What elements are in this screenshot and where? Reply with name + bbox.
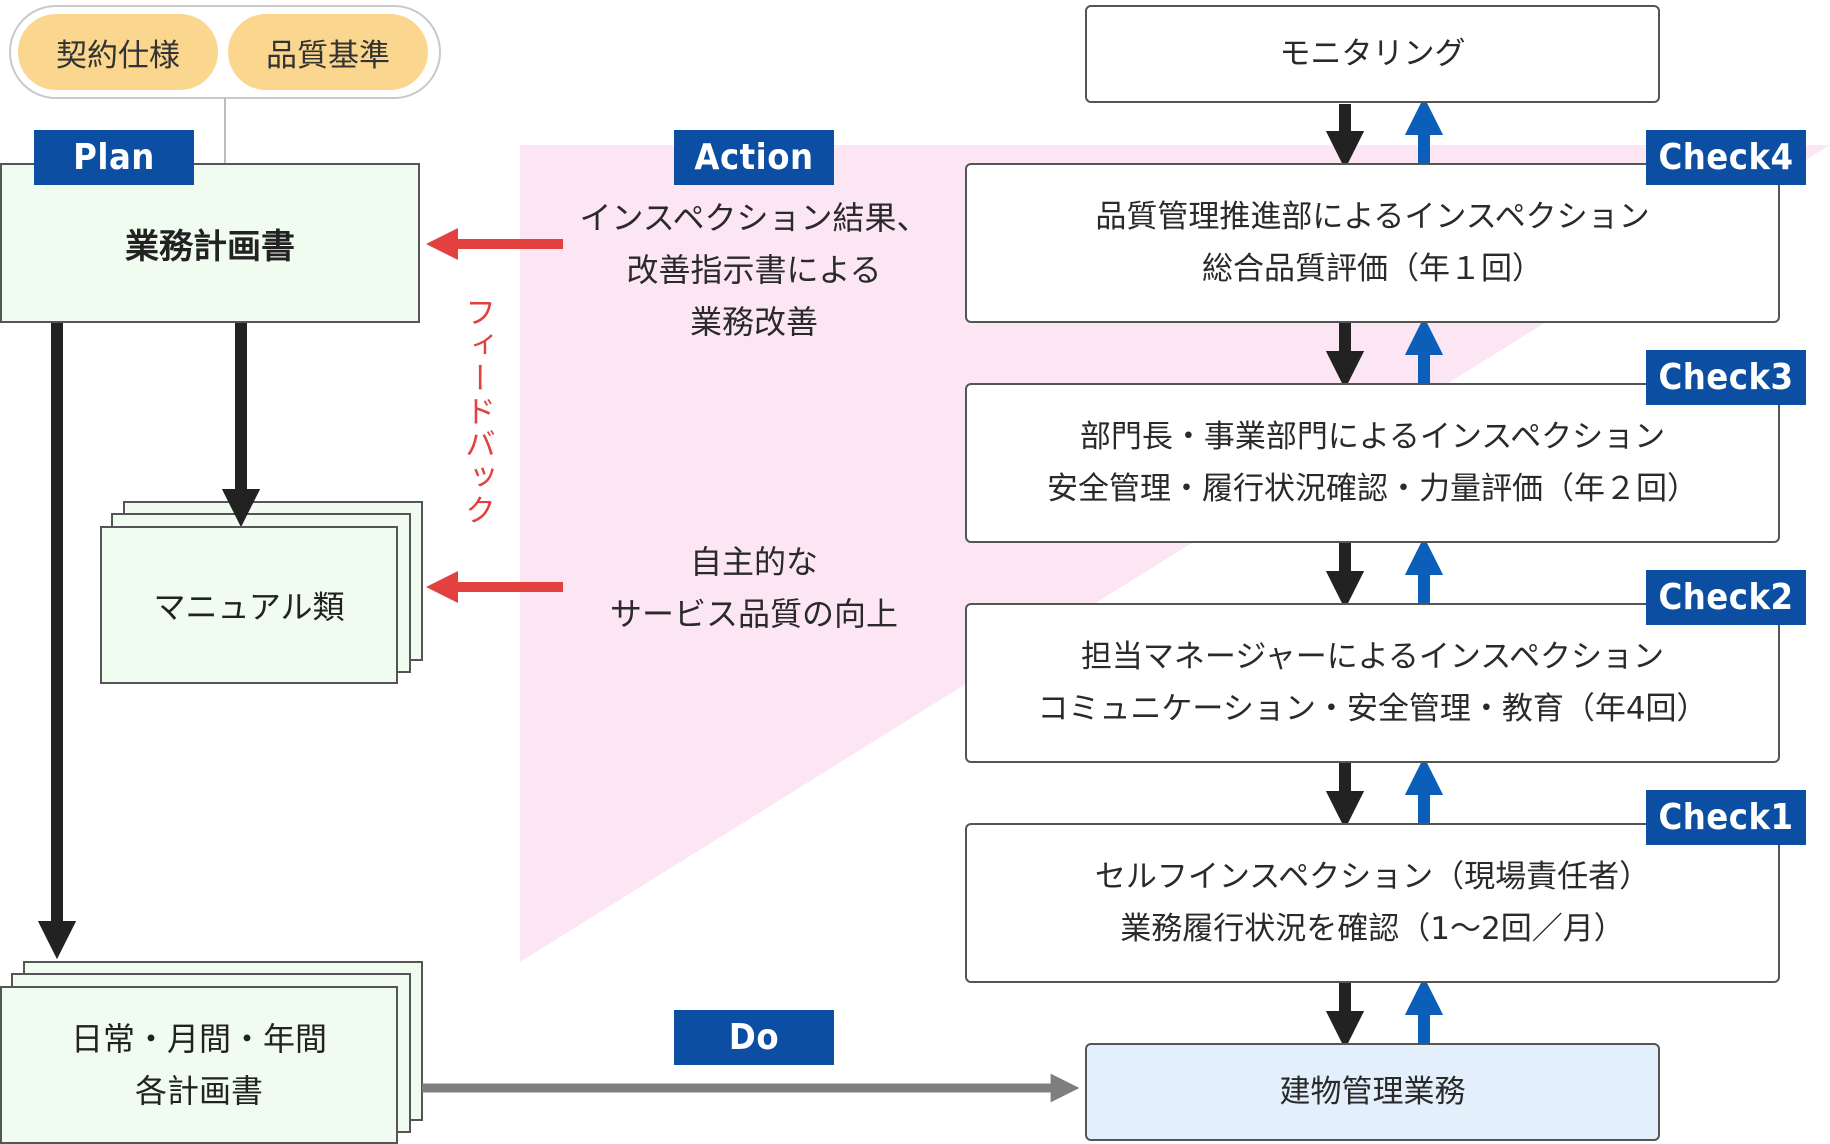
check4-line-1: 品質管理推進部によるインスペクション — [1095, 199, 1650, 235]
tag-action: Action — [674, 130, 834, 185]
tag-check2: Check2 — [1646, 570, 1806, 625]
feedback-triangle — [520, 145, 1830, 962]
check1-line-1: セルフインスペクション（現場責任者） — [1094, 859, 1651, 895]
check3-line-1: 部門長・事業部門によるインスペクション — [1079, 419, 1666, 455]
voluntary-text: 自主的な サービス品質の向上 — [560, 536, 948, 640]
plans-box: 日常・月間・年間 各計画書 — [0, 986, 398, 1144]
check2-line-2: コミュニケーション・安全管理・教育（年4回） — [1037, 691, 1708, 727]
feedback-label: フィードバック — [459, 296, 495, 527]
check2-line-1: 担当マネージャーによるインスペクション — [1080, 639, 1665, 675]
check4-line-2: 総合品質評価（年１回） — [1202, 251, 1543, 287]
voluntary-text-line-1: 自主的な — [689, 543, 818, 581]
check1-box: セルフインスペクション（現場責任者） 業務履行状況を確認（1～2回／月） — [965, 823, 1780, 983]
action-text-line-3: 業務改善 — [689, 303, 818, 341]
check1-line-2: 業務履行状況を確認（1～2回／月） — [1120, 911, 1625, 947]
voluntary-text-line-2: サービス品質の向上 — [609, 595, 898, 633]
plans-line-1: 日常・月間・年間 — [70, 1020, 327, 1058]
manuals-box: マニュアル類 — [100, 526, 398, 684]
check4-box: 品質管理推進部によるインスペクション 総合品質評価（年１回） — [965, 163, 1780, 323]
action-text-line-2: 改善指示書による — [626, 251, 882, 289]
business-plan-box: 業務計画書 — [0, 163, 420, 323]
building-management-label: 建物管理業務 — [1279, 1074, 1466, 1110]
check3-box: 部門長・事業部門によるインスペクション 安全管理・履行状況確認・力量評価（年２回… — [965, 383, 1780, 543]
action-text-line-1: インスペクション結果、 — [579, 199, 929, 237]
tag-plan: Plan — [34, 130, 194, 185]
monitoring-box: モニタリング — [1085, 5, 1660, 103]
tag-check1: Check1 — [1646, 790, 1806, 845]
plans-line-2: 各計画書 — [134, 1072, 263, 1110]
building-management-box: 建物管理業務 — [1085, 1043, 1660, 1141]
pill-quality-standard: 品質基準 — [228, 14, 428, 90]
monitoring-label: モニタリング — [1279, 36, 1466, 72]
check3-line-2: 安全管理・履行状況確認・力量評価（年２回） — [1047, 471, 1698, 507]
action-text: インスペクション結果、 改善指示書による 業務改善 — [560, 192, 948, 348]
tag-check4: Check4 — [1646, 130, 1806, 185]
tag-check3: Check3 — [1646, 350, 1806, 405]
tag-do: Do — [674, 1010, 834, 1065]
check2-box: 担当マネージャーによるインスペクション コミュニケーション・安全管理・教育（年4… — [965, 603, 1780, 763]
pill-contract-spec: 契約仕様 — [18, 14, 218, 90]
